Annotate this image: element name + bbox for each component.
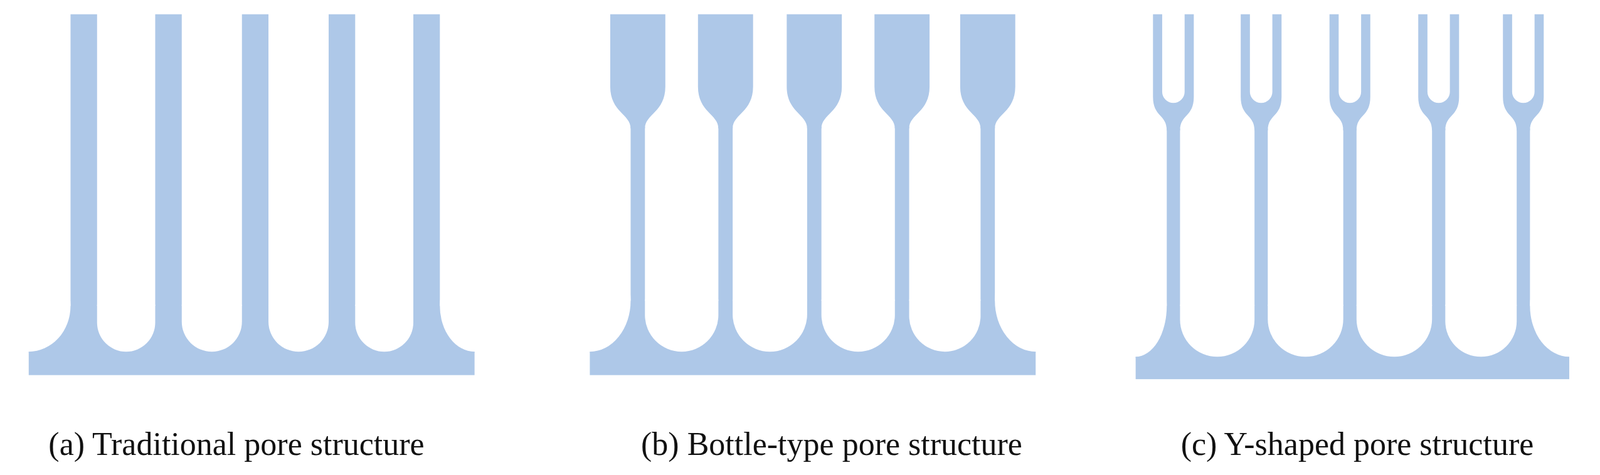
y-fork: [1152, 14, 1194, 131]
bottle-mouth: [610, 14, 666, 129]
pore-wall: [328, 14, 355, 308]
pore-cavity: [268, 304, 329, 352]
pore-cavity: [354, 304, 414, 352]
pore-wall: [630, 126, 645, 303]
pore-wall: [1343, 128, 1357, 308]
bottle-mouth: [960, 14, 1016, 129]
y-fork: [1418, 14, 1459, 131]
pore-wall: [242, 14, 269, 308]
pore-wall: [154, 14, 182, 308]
y-fork: [1240, 14, 1282, 131]
panel-caption: (b) Bottle-type pore structure: [641, 425, 1023, 465]
outer-fillet: [0, 260, 71, 352]
pore-wall: [1254, 128, 1268, 308]
panel-caption: (a) Traditional pore structure: [48, 425, 424, 465]
pore-wall: [1516, 128, 1530, 308]
outer-fillet: [439, 260, 510, 352]
y-fork: [1329, 14, 1371, 131]
substrate-base: [589, 351, 1036, 376]
panel-caption: (c) Y-shaped pore structure: [1181, 425, 1535, 465]
pore-cavity: [821, 299, 896, 352]
pore-cavity: [181, 304, 243, 352]
pore-wall: [718, 126, 733, 303]
substrate-base: [28, 351, 475, 376]
pore-cavity: [1179, 304, 1255, 357]
pore-panel: [0, 14, 510, 376]
pore-wall: [980, 126, 995, 303]
pore-cavity: [1356, 304, 1432, 357]
pore-wall: [807, 126, 822, 303]
pore-wall: [413, 14, 440, 308]
outer-fillet: [1104, 255, 1167, 358]
pore-cavity: [644, 299, 719, 352]
pore-cavity: [1445, 304, 1517, 357]
pore-wall: [895, 126, 910, 303]
pore-wall: [1166, 128, 1180, 308]
y-fork: [1502, 14, 1544, 131]
pore-cavity: [909, 299, 981, 352]
outer-fillet: [994, 250, 1077, 353]
outer-fillet: [548, 250, 631, 353]
pore-panel: [1104, 14, 1600, 380]
pore-cavity: [97, 304, 156, 352]
substrate-base: [1135, 356, 1570, 380]
bottle-mouth: [786, 14, 842, 129]
pore-cavity: [732, 299, 808, 352]
bottle-mouth: [874, 14, 930, 129]
outer-fillet: [1529, 255, 1600, 358]
bottle-mouth: [698, 14, 754, 129]
pore-panel: [548, 14, 1077, 376]
pore-cavity: [1267, 304, 1343, 357]
pore-wall: [70, 14, 97, 308]
pore-wall: [1431, 128, 1446, 308]
